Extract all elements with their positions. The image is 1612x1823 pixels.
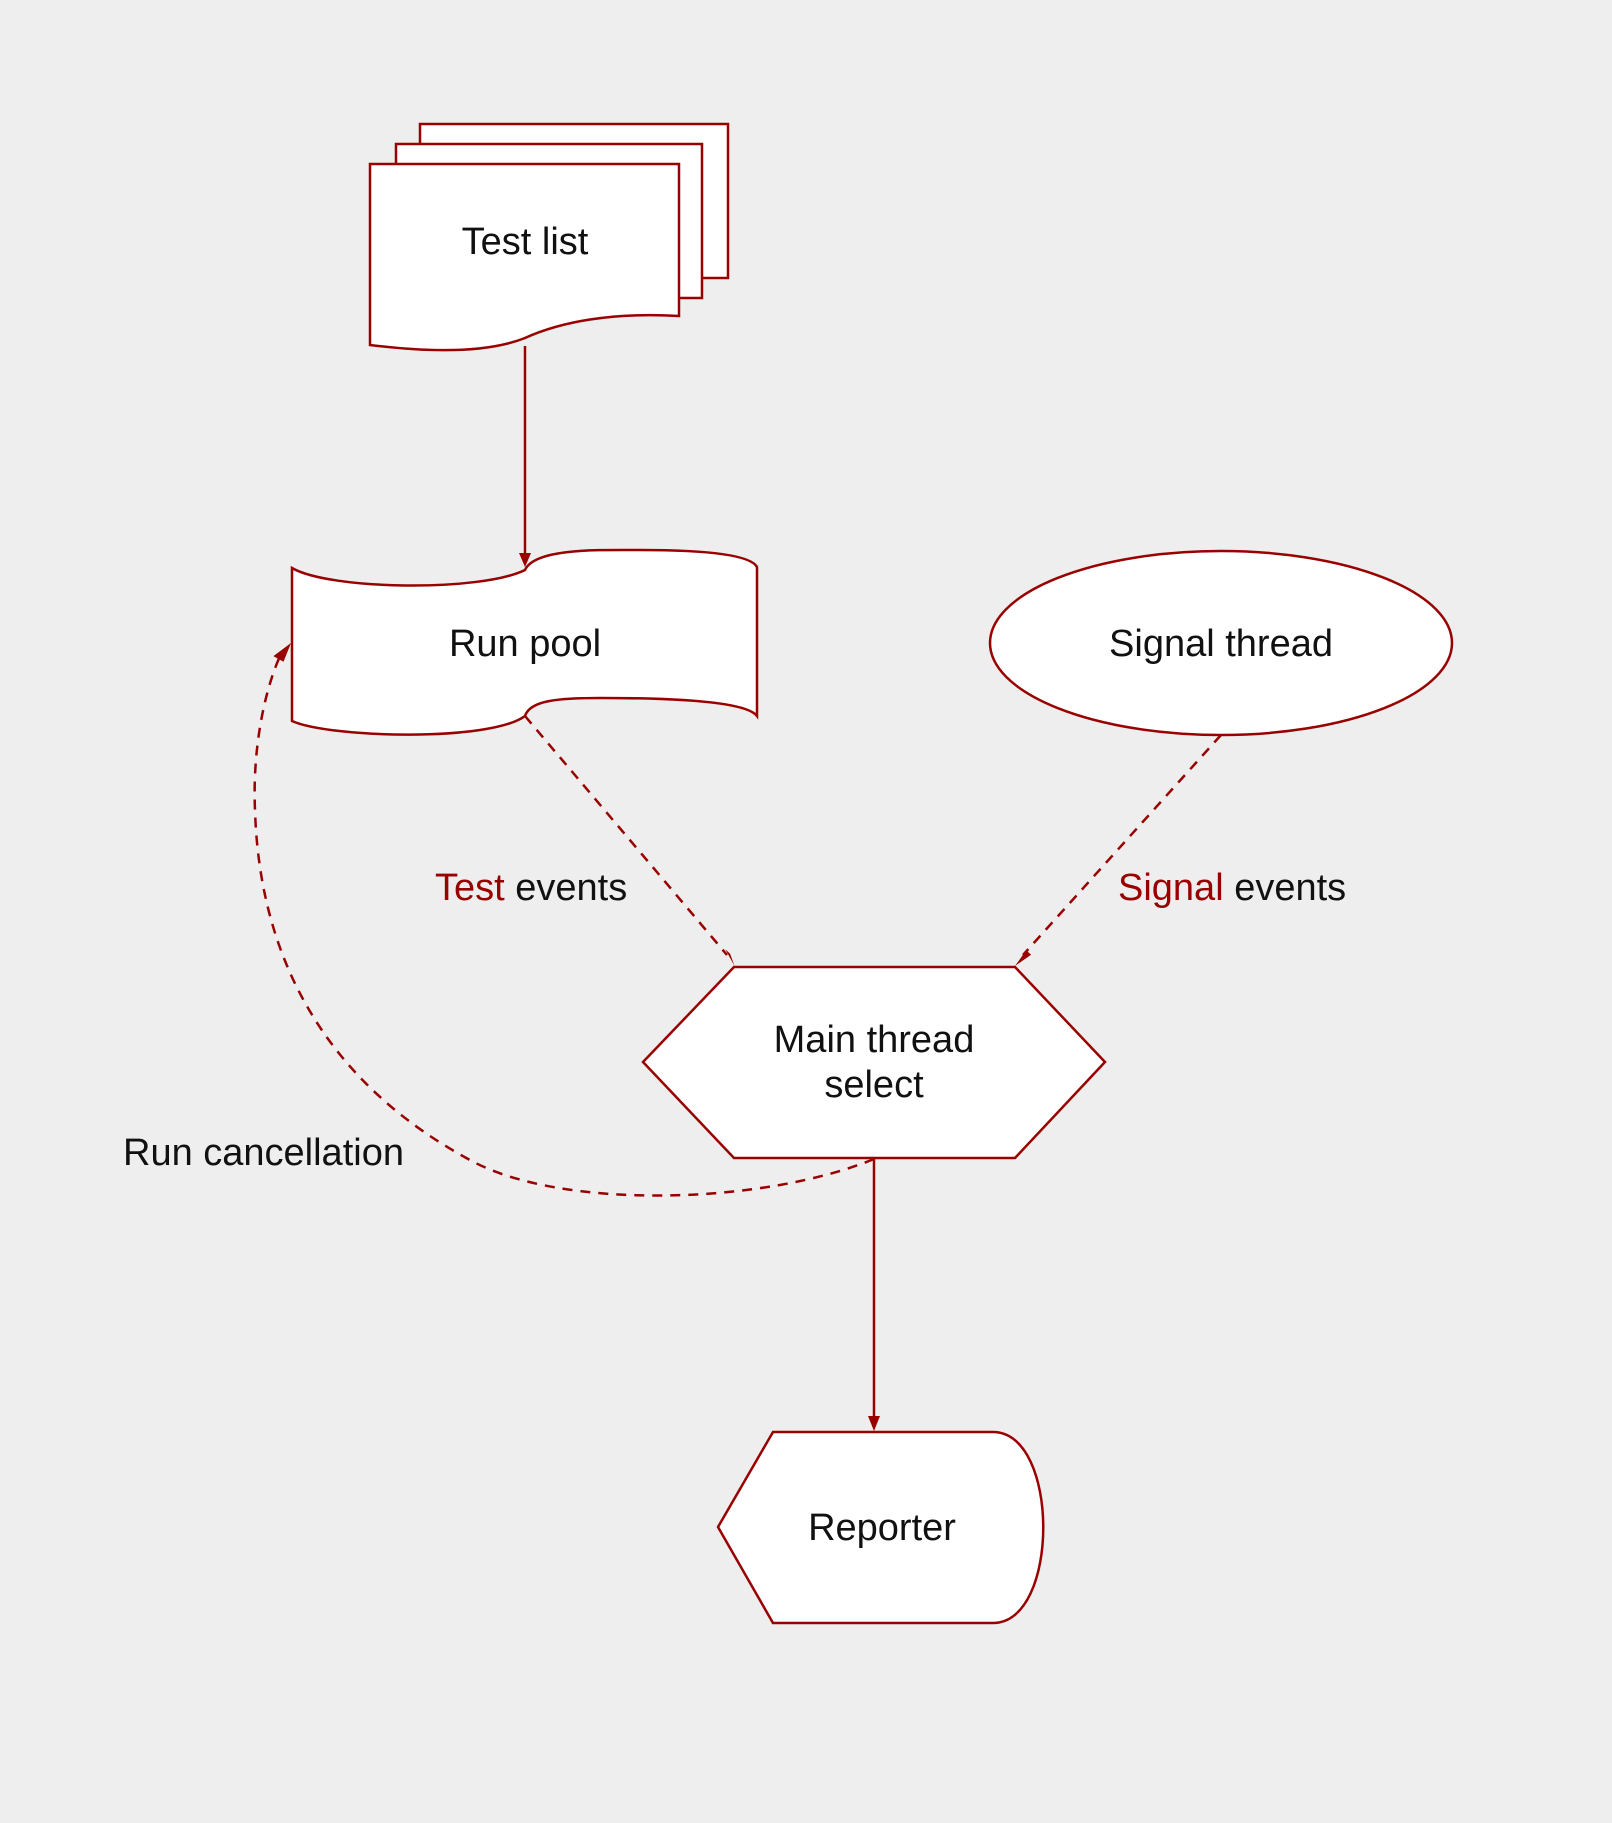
test-events-label: Test events <box>435 867 627 909</box>
edge-run-pool-to-main-select <box>524 715 735 966</box>
signal-events-rest: events <box>1224 867 1347 909</box>
test-events-highlight: Test <box>435 867 505 909</box>
node-main-thread-select: Main thread select <box>641 965 1107 1160</box>
arrowhead-icon <box>273 643 291 662</box>
test-events-rest: events <box>505 867 628 909</box>
signal-events-highlight: Signal <box>1118 867 1224 909</box>
node-signal-thread: Signal thread <box>988 549 1454 737</box>
run-pool-label: Run pool <box>449 623 601 665</box>
signal-thread-label: Signal thread <box>1109 623 1333 665</box>
reporter-label: Reporter <box>808 1507 956 1549</box>
arrowhead-icon <box>725 949 735 966</box>
arrowhead-icon <box>1015 950 1032 966</box>
signal-events-label: Signal events <box>1118 867 1346 909</box>
test-list-front-page <box>368 162 681 352</box>
edge-main-select-to-run-pool <box>253 643 875 1197</box>
main-select-label-line2: select <box>824 1064 924 1106</box>
node-reporter: Reporter <box>716 1430 1045 1625</box>
run-cancellation-label: Run cancellation <box>123 1132 404 1174</box>
main-select-label-line1: Main thread <box>774 1019 975 1061</box>
edge-main-select-to-reporter <box>868 1158 880 1431</box>
edge-test-list-to-run-pool <box>519 346 531 567</box>
test-list-label: Test list <box>462 221 589 263</box>
arrowhead-icon <box>519 553 531 567</box>
arrowhead-icon <box>868 1416 880 1431</box>
node-test-list: Test list <box>368 122 730 352</box>
edge-signal-thread-to-main-select <box>1015 734 1222 966</box>
node-run-pool: Run pool <box>290 548 759 736</box>
